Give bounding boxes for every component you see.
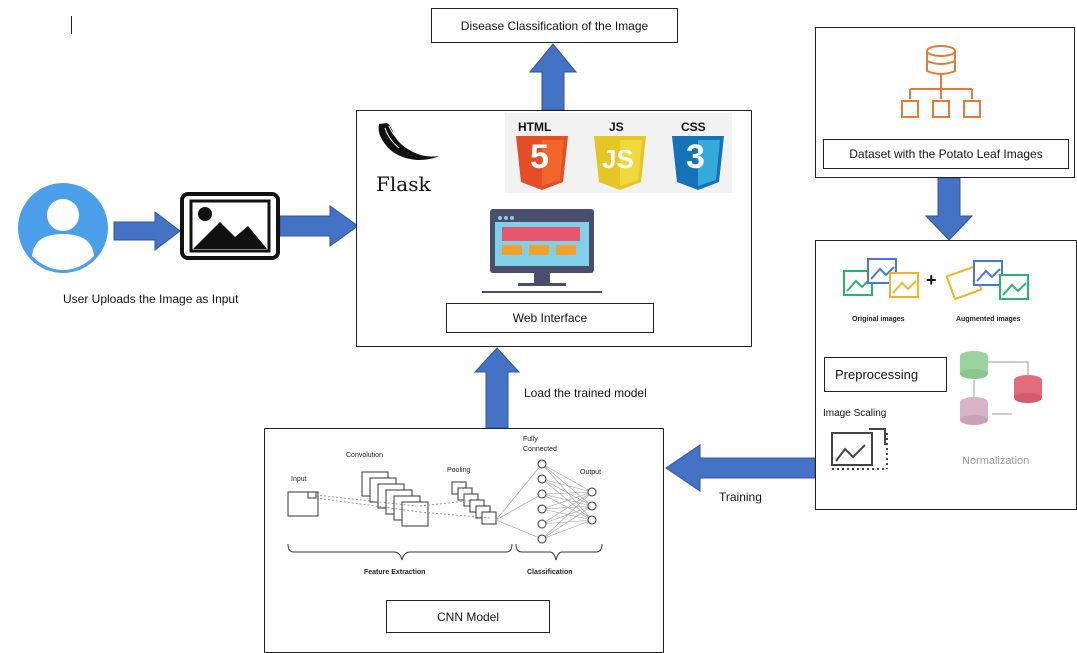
cnn-connected-text: Connected [523,446,557,453]
css3-digit: 3 [686,138,705,176]
preprocessing-text: Preprocessing [835,367,919,382]
classification-text: Classification [527,569,573,576]
original-images-text: Original images [852,316,905,323]
html5-digit: 5 [530,138,549,176]
html5-icon [516,136,568,190]
cnn-output-text: Output [580,469,602,476]
cnn-model-text: CNN Model [436,609,499,624]
user-icon [18,183,108,273]
flask-text: Flask [376,172,431,196]
cnn-input-text: Input [291,476,307,483]
plus-sign: + [926,270,937,290]
js-logo-label: JS [609,120,624,134]
cnn-pooling-text: Pooling [447,467,471,474]
arrow-image-to-web [279,205,359,247]
js-icon [594,136,646,190]
monitor-icon [482,209,602,293]
disease-classification-label: Disease Classification of the Image [431,8,678,43]
cnn-fully-text: Fully [523,436,538,443]
feature-extraction-text: Feature Extraction [364,569,426,576]
augmented-images-icon [945,260,1029,301]
html-logo-label: HTML [518,120,552,134]
load-model-text: Load the trained model [524,386,647,400]
js-letters: JS [602,144,634,174]
user-uploads-text: User Uploads the Image as Input [63,292,239,306]
normalization-text: Normalization [962,455,1030,467]
image-scaling-text: Image Scaling [823,408,887,419]
normalization-icon [960,351,1042,425]
training-text: Training [719,490,762,504]
text-cursor [71,16,72,34]
preprocessing-label: Preprocessing [824,357,947,392]
cnn-convolution-text: Convolution [346,452,383,459]
css3-icon [672,136,724,190]
arrow-up-classification [528,43,578,111]
css-logo-label: CSS [681,120,706,134]
cnn-model-label: CNN Model [386,600,550,633]
disease-classification-text: Disease Classification of the Image [460,18,649,33]
image-scaling-icon [831,428,888,470]
dataset-text: Dataset with the Potato Leaf Images [849,147,1043,161]
arrow-user-to-image [113,210,181,252]
arrow-training [665,444,816,492]
flask-logo [378,123,439,160]
arrow-dataset-down [924,177,974,241]
dataset-label: Dataset with the Potato Leaf Images [823,139,1069,169]
cnn-architecture-diagram [287,459,603,561]
augmented-images-text: Augmented images [956,316,1021,323]
web-interface-label: Web Interface [446,303,654,333]
original-images-icon [843,258,919,298]
web-interface-text: Web Interface [512,311,588,325]
image-icon [180,192,280,260]
arrow-cnn-to-web [473,347,521,429]
database-hierarchy-icon [901,45,981,118]
